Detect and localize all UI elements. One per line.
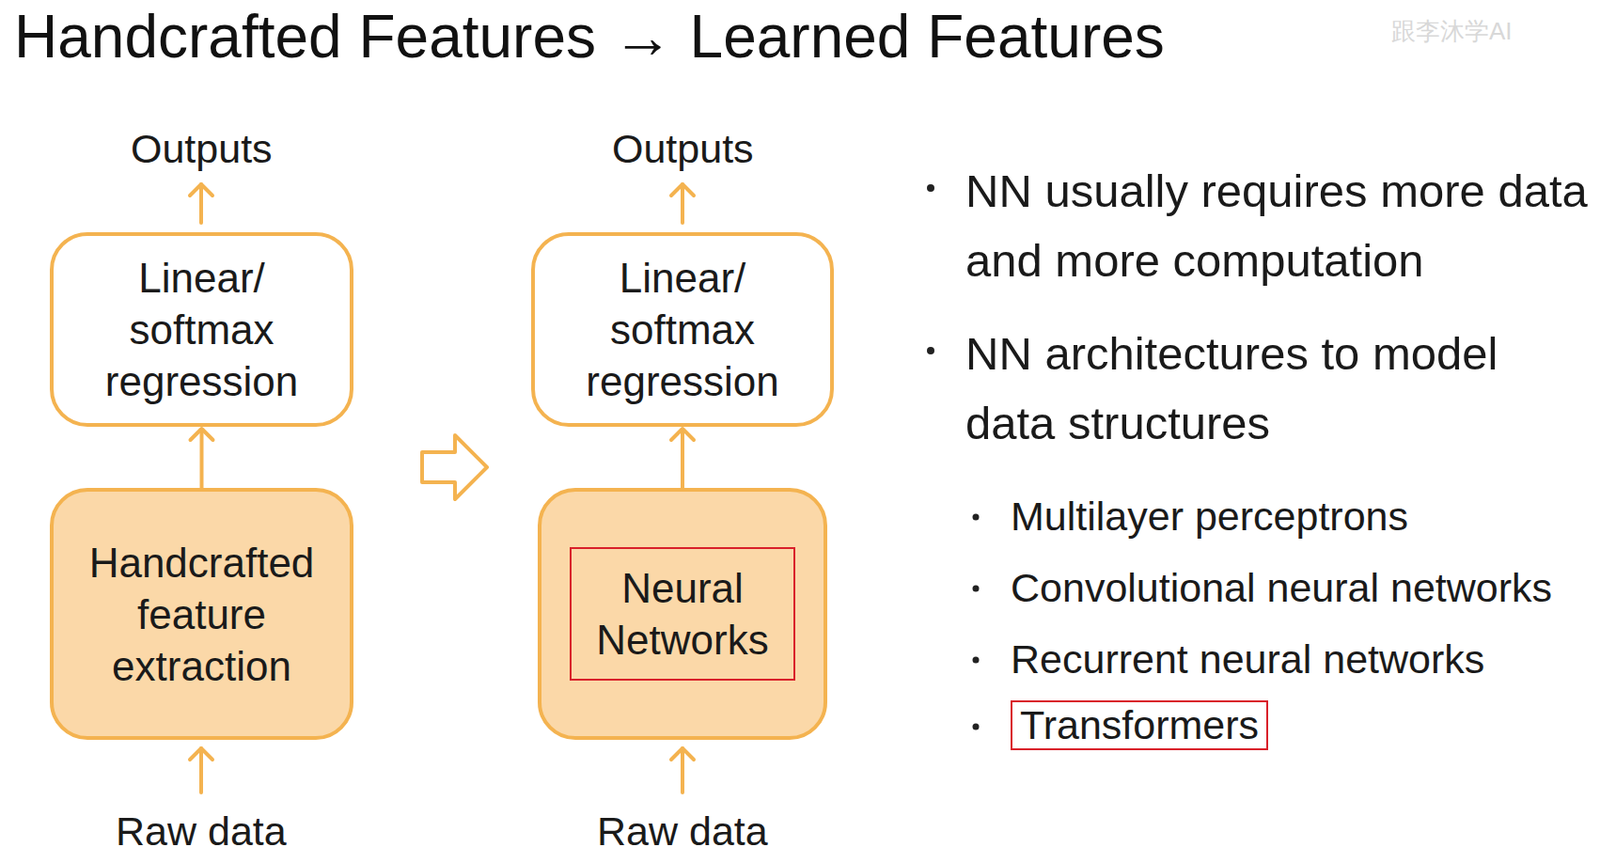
process-box: Linear/ softmax regression — [531, 232, 834, 427]
flow-arrow — [671, 428, 694, 488]
io-label: Raw data — [596, 800, 769, 863]
bullet-dot — [972, 657, 980, 664]
io-label: Raw data — [115, 800, 287, 863]
bullet-dot — [926, 346, 935, 355]
bullet-dot — [972, 585, 980, 593]
io-label: Outputs — [611, 118, 754, 180]
sub-bullet-text: Recurrent neural networks — [1010, 628, 1485, 691]
process-box: Linear/ softmax regression — [49, 232, 354, 427]
bullet-dot — [972, 514, 980, 521]
arrow-head — [671, 184, 694, 196]
node-label: Linear/ softmax regression — [545, 246, 820, 413]
sub-bullet-text: Convolutional neural networks — [1010, 557, 1553, 619]
input-arrow — [680, 748, 685, 793]
sub-bullet-text: Transformers — [1010, 700, 1269, 751]
output-arrow — [199, 184, 204, 223]
node-label: Linear/ softmax regression — [63, 246, 340, 413]
bullet-dot — [926, 184, 935, 192]
arrow-head — [189, 184, 213, 196]
bullet-dot — [972, 723, 980, 731]
node-label: Neural Networks — [569, 547, 796, 681]
bullet-text: NN usually requires more data and more c… — [965, 156, 1596, 296]
flow-arrow — [190, 428, 214, 488]
transition-arrow — [422, 435, 487, 500]
bullet-text: NN architectures to model data structure… — [965, 319, 1586, 458]
input-arrow — [199, 748, 204, 793]
process-box: Handcrafted feature extraction — [49, 487, 354, 740]
watermark: 跟李沐学AI — [1391, 13, 1513, 50]
arrow-head — [671, 748, 694, 760]
slide-title: Handcrafted Features → Learned Features — [14, 1, 1165, 72]
output-arrow — [680, 184, 685, 223]
process-box: Neural Networks — [537, 487, 828, 740]
io-label: Outputs — [130, 118, 273, 180]
node-label: Handcrafted feature extraction — [63, 531, 340, 698]
sub-bullet-text: Multilayer perceptrons — [1010, 486, 1409, 548]
arrow-head — [189, 748, 213, 760]
